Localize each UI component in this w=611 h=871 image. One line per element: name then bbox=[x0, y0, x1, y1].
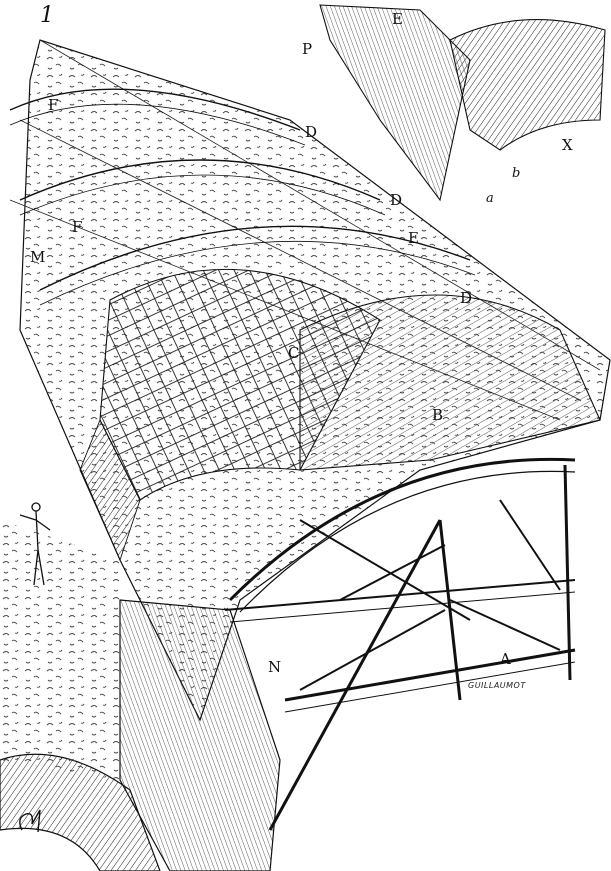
ground-rubble bbox=[0, 520, 120, 780]
label-D3: D bbox=[460, 289, 472, 307]
label-P: P bbox=[302, 40, 312, 58]
label-N: N bbox=[268, 658, 281, 676]
label-M: M bbox=[30, 248, 45, 266]
transverse-ribs bbox=[9, 88, 476, 306]
label-B: B bbox=[432, 406, 443, 424]
inset-detail-x bbox=[319, 4, 606, 202]
label-D1: D bbox=[305, 123, 317, 141]
label-b: b bbox=[512, 166, 520, 181]
label-X: X bbox=[562, 136, 573, 154]
worker-figure bbox=[19, 502, 51, 586]
label-E2: E bbox=[392, 10, 403, 28]
plate-labels: 1 A B C D D D E E F F M N P X a b GUILLA… bbox=[30, 3, 573, 690]
plate-number: 1 bbox=[40, 3, 54, 28]
label-E1: E bbox=[408, 229, 419, 247]
label-F1: F bbox=[48, 96, 58, 114]
masonry-abutment bbox=[0, 599, 281, 871]
artist-monogram bbox=[19, 809, 41, 833]
plank-lagging bbox=[299, 294, 601, 471]
label-a: a bbox=[486, 191, 494, 206]
engraver-signature: GUILLAUMOT bbox=[468, 681, 526, 690]
timber-centering-frame bbox=[224, 457, 576, 831]
label-A: A bbox=[499, 650, 511, 668]
label-D2: D bbox=[390, 191, 402, 209]
label-F2: F bbox=[72, 218, 82, 236]
label-C: C bbox=[288, 344, 299, 362]
